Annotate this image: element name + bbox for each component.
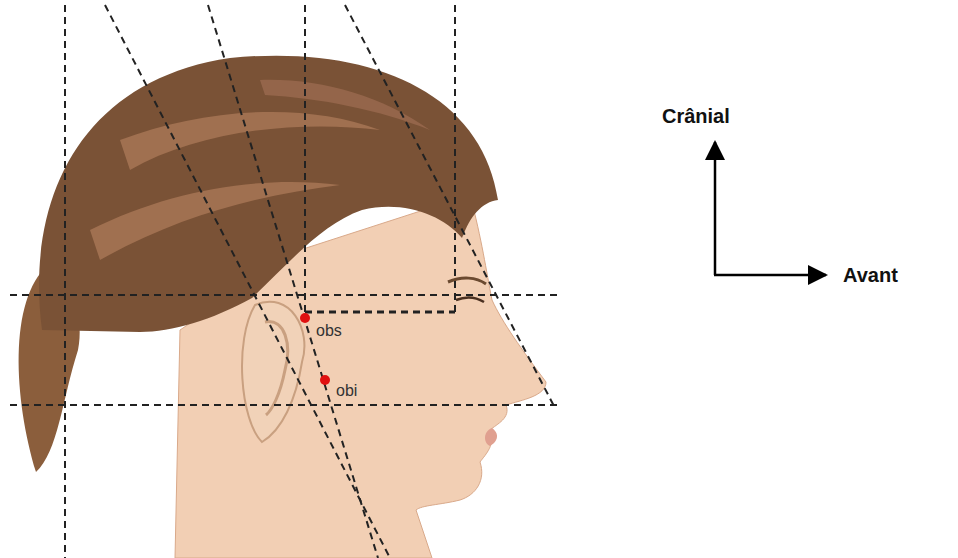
landmark-point — [320, 375, 330, 385]
reference-line — [10, 294, 560, 296]
eyebrow — [448, 278, 486, 284]
reference-line — [454, 5, 456, 312]
axis-arrow — [714, 274, 826, 277]
axis-arrow — [714, 142, 717, 275]
reference-line — [105, 5, 390, 558]
axis-label: Crânial — [662, 106, 730, 126]
reference-line — [305, 311, 455, 314]
reference-line — [10, 404, 560, 406]
lips — [485, 428, 497, 446]
landmark-label: obs — [316, 323, 342, 339]
hair — [39, 56, 498, 332]
reference-line — [64, 5, 66, 558]
reference-line — [208, 5, 378, 558]
hair-streak — [260, 80, 430, 130]
axis-label: Avant — [843, 265, 898, 285]
reference-line — [304, 5, 306, 312]
hair-streak — [90, 182, 340, 260]
hair-streak — [120, 112, 380, 170]
eye — [456, 298, 484, 302]
reference-line — [345, 5, 555, 408]
landmark-point — [300, 313, 310, 323]
landmark-label: obi — [336, 383, 357, 399]
